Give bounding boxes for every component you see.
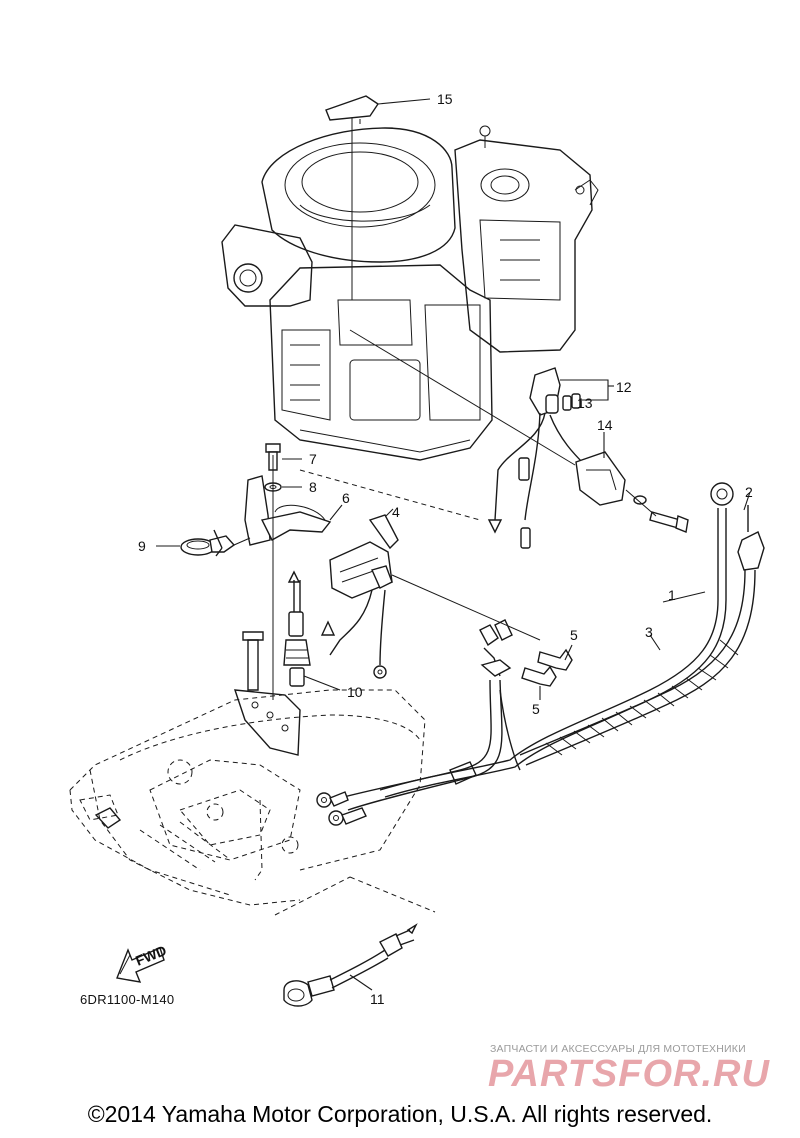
callout-numbers: 1 2 3 4 5 5 6 7 8 9 10 11 12 13 14 15 — [138, 91, 753, 1007]
part-7-bolt — [265, 443, 302, 471]
copyright-notice: ©2014 Yamaha Motor Corporation, U.S.A. A… — [87, 1101, 713, 1127]
watermark-tagline: ЗАПЧАСТИ И АКСЕССУАРЫ ДЛЯ МОТОТЕХНИКИ — [490, 1043, 746, 1055]
part-10-switch — [283, 570, 341, 691]
callout-15: 15 — [437, 91, 453, 107]
part-4-rectifier — [320, 508, 541, 679]
bottom-cowling — [69, 689, 426, 906]
callout-13: 13 — [577, 395, 593, 411]
part-5-bolts — [479, 619, 573, 700]
part-6-clamp-bracket — [244, 455, 343, 700]
cowling-bracket — [233, 631, 301, 756]
callout-9: 9 — [138, 538, 146, 554]
engine-block — [221, 110, 599, 461]
callout-1: 1 — [668, 587, 676, 603]
callout-6: 6 — [342, 490, 350, 506]
callout-11: 11 — [370, 991, 385, 1007]
part-9-clip — [156, 529, 251, 557]
callout-5b: 5 — [532, 701, 540, 717]
diagram-code: 6DR1100-M140 — [80, 992, 175, 1007]
callout-7: 7 — [309, 451, 317, 467]
callout-2: 2 — [745, 484, 753, 500]
part-11-stop-switch — [283, 923, 418, 1007]
part-14-bracket — [575, 432, 689, 533]
callout-8: 8 — [309, 479, 317, 495]
part-12-13-connector — [529, 367, 614, 416]
part-8-washer — [264, 482, 302, 492]
callout-14: 14 — [597, 417, 613, 433]
callout-4: 4 — [392, 504, 400, 520]
battery-cable-harness — [274, 469, 765, 916]
callout-5a: 5 — [570, 627, 578, 643]
callout-12: 12 — [616, 379, 632, 395]
callout-10: 10 — [347, 684, 363, 700]
callout-3: 3 — [645, 624, 653, 640]
part-15-tab — [325, 95, 431, 300]
watermark-brand: PARTSFOR.RU — [488, 1053, 770, 1095]
fwd-arrow-icon: FWD — [116, 942, 169, 983]
